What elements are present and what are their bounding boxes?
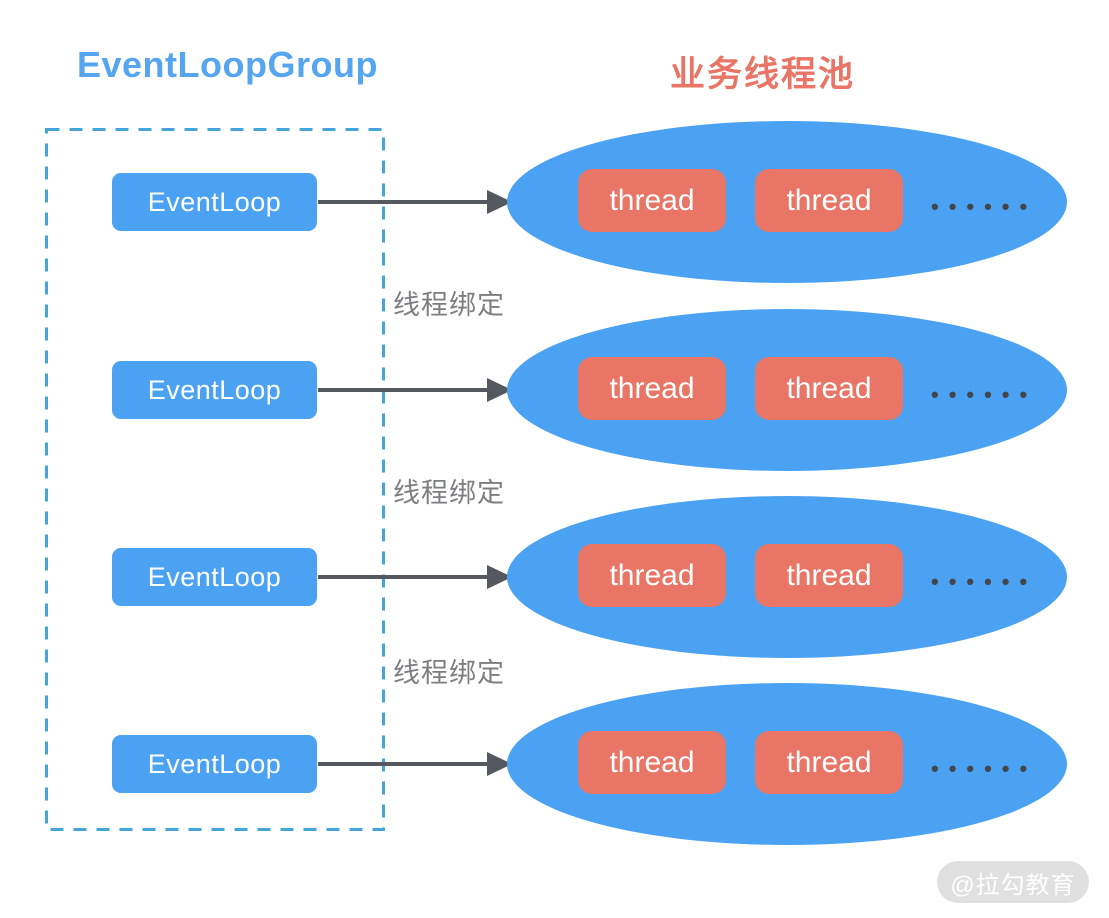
thread-box: thread <box>755 357 903 420</box>
thread-box: thread <box>578 544 726 607</box>
eventloopgroup-dashed-border <box>45 128 385 831</box>
eventloop-label: EventLoop <box>147 374 282 405</box>
eventloop-box: EventLoop <box>112 361 317 419</box>
thread-pool-ellipse: thread thread •••••• <box>507 496 1067 658</box>
thread-box: thread <box>578 169 726 232</box>
eventloop-label: EventLoop <box>147 748 282 779</box>
thread-pool-ellipse: thread thread •••••• <box>507 121 1067 283</box>
binding-arrow <box>318 565 512 589</box>
eventloop-box: EventLoop <box>112 173 317 231</box>
thread-box: thread <box>578 357 726 420</box>
thread-binding-label: 线程绑定 <box>393 290 505 320</box>
thread-pool-ellipse: thread thread •••••• <box>507 683 1067 845</box>
binding-arrow <box>318 752 512 776</box>
thread-binding-label: 线程绑定 <box>393 478 505 508</box>
thread-pool-ellipse: thread thread •••••• <box>507 309 1067 471</box>
lagou-watermark-badge: @拉勾教育 <box>937 861 1089 903</box>
thread-box: thread <box>578 731 726 794</box>
thread-box: thread <box>755 544 903 607</box>
eventloop-box: EventLoop <box>112 548 317 606</box>
eventloop-label: EventLoop <box>147 561 282 592</box>
arrowhead-icon <box>487 190 512 214</box>
business-thread-pool-title: 业务线程池 <box>670 55 856 94</box>
arrowhead-icon <box>487 378 512 402</box>
eventloop-label: EventLoop <box>147 186 282 217</box>
binding-arrow <box>318 378 512 402</box>
thread-binding-label: 线程绑定 <box>393 658 505 688</box>
arrowhead-icon <box>487 752 512 776</box>
thread-box: thread <box>755 169 903 232</box>
arrowhead-icon <box>487 565 512 589</box>
eventloopgroup-title: EventLoopGroup <box>77 44 378 85</box>
eventloop-box: EventLoop <box>112 735 317 793</box>
binding-arrow <box>318 190 512 214</box>
thread-box: thread <box>755 731 903 794</box>
